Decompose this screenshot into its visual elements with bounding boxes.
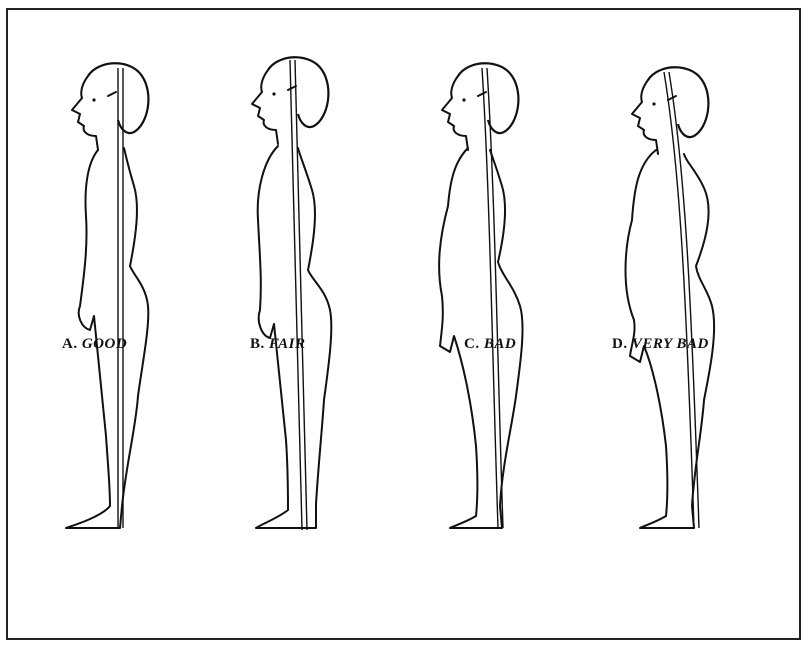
caption-rating: VERY BAD [632, 336, 709, 352]
caption-very-bad: D. VERY BAD [612, 336, 709, 356]
figure-fair [252, 57, 331, 530]
caption-rating: BAD [484, 336, 516, 352]
caption-fair: B. FAIR [250, 336, 306, 356]
caption-letter: B. [250, 336, 265, 352]
caption-good: A. GOOD [62, 336, 127, 356]
figure-bad [439, 63, 522, 528]
caption-letter: A. [62, 336, 78, 352]
caption-bad: C. BAD [464, 336, 516, 356]
caption-rating: GOOD [82, 336, 127, 352]
caption-letter: D. [612, 336, 628, 352]
figure-good [66, 63, 148, 528]
figure-very-bad [626, 67, 715, 528]
caption-rating: FAIR [269, 336, 305, 352]
caption-letter: C. [464, 336, 480, 352]
